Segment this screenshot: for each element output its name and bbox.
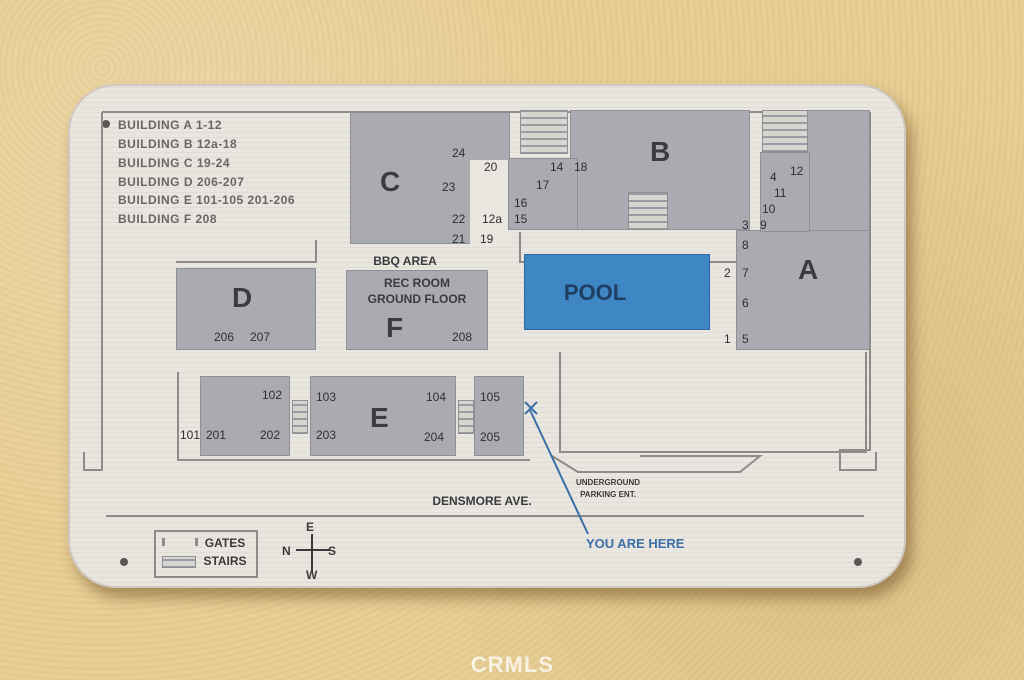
legend-building-d: BUILDING D 206-207 bbox=[118, 175, 245, 189]
unit-206: 206 bbox=[214, 330, 235, 344]
bbq-area-label: BBQ AREA bbox=[373, 254, 437, 268]
stairs-a-top bbox=[762, 110, 808, 152]
legend-building-a: BUILDING A 1-12 bbox=[118, 118, 222, 132]
unit-207: 207 bbox=[250, 330, 271, 344]
unit-7: 7 bbox=[742, 266, 749, 280]
building-a-main bbox=[736, 230, 870, 350]
building-e-mid bbox=[310, 376, 456, 456]
unit-22: 22 bbox=[452, 212, 466, 226]
key-stairs-label: STAIRS bbox=[203, 554, 247, 568]
unit-15: 15 bbox=[514, 212, 528, 226]
unit-12: 12 bbox=[790, 164, 804, 178]
unit-8: 8 bbox=[742, 238, 749, 252]
stairs-b-top bbox=[520, 110, 568, 154]
unit-24: 24 bbox=[452, 146, 466, 160]
unit-1: 1 bbox=[724, 332, 731, 346]
legend-building-f: BUILDING F 208 bbox=[118, 212, 218, 226]
building-a-letter: A bbox=[798, 254, 819, 285]
compass-w: W bbox=[306, 568, 318, 582]
ground-floor-label: GROUND FLOOR bbox=[367, 292, 467, 306]
stairs-b-inner bbox=[628, 192, 668, 230]
unit-16: 16 bbox=[514, 196, 528, 210]
pool bbox=[524, 254, 710, 330]
unit-17: 17 bbox=[536, 178, 550, 192]
unit-6: 6 bbox=[742, 296, 749, 310]
building-b-left bbox=[508, 158, 578, 230]
unit-203: 203 bbox=[316, 428, 337, 442]
unit-23: 23 bbox=[442, 180, 456, 194]
building-e bbox=[200, 376, 290, 456]
unit-21: 21 bbox=[452, 232, 466, 246]
you-are-here-label: YOU ARE HERE bbox=[586, 536, 685, 551]
parking-label-2: PARKING ENT. bbox=[580, 490, 636, 499]
unit-201: 201 bbox=[206, 428, 227, 442]
rec-room-label: REC ROOM bbox=[384, 276, 450, 290]
street-label: DENSMORE AVE. bbox=[432, 494, 532, 508]
compass-icon bbox=[296, 534, 330, 572]
unit-12a: 12a bbox=[482, 212, 503, 226]
unit-2: 2 bbox=[724, 266, 731, 280]
compass-e: E bbox=[306, 520, 315, 534]
legend-building-c: BUILDING C 19-24 bbox=[118, 156, 231, 170]
compass-s: S bbox=[328, 544, 337, 558]
building-f bbox=[346, 270, 488, 350]
screw-icon bbox=[102, 120, 110, 128]
unit-3: 3 bbox=[742, 218, 749, 232]
unit-4: 4 bbox=[770, 170, 777, 184]
unit-105: 105 bbox=[480, 390, 501, 404]
unit-11: 11 bbox=[774, 186, 787, 200]
compass-n: N bbox=[282, 544, 291, 558]
unit-101: 101 bbox=[180, 428, 201, 442]
stairs-icon bbox=[162, 556, 196, 568]
unit-104: 104 bbox=[426, 390, 447, 404]
unit-202: 202 bbox=[260, 428, 281, 442]
legend-building-b: BUILDING B 12a-18 bbox=[118, 137, 238, 151]
unit-9: 9 bbox=[760, 218, 767, 232]
building-c-step bbox=[470, 160, 510, 244]
screw-icon bbox=[120, 558, 128, 566]
unit-14: 14 bbox=[550, 160, 564, 174]
building-b-letter: B bbox=[650, 136, 671, 167]
building-d bbox=[176, 268, 316, 350]
building-e-right bbox=[474, 376, 524, 456]
parking-label-1: UNDERGROUND bbox=[576, 478, 640, 487]
unit-204: 204 bbox=[424, 430, 445, 444]
building-a-steps bbox=[760, 152, 810, 232]
unit-10: 10 bbox=[762, 202, 776, 216]
building-c-letter: C bbox=[380, 166, 401, 197]
pool-label: POOL bbox=[563, 280, 627, 305]
unit-208: 208 bbox=[452, 330, 473, 344]
building-d-letter: D bbox=[232, 282, 253, 313]
stairs-e-1 bbox=[292, 400, 308, 434]
key-gates-label: GATES bbox=[204, 536, 246, 550]
watermark: CRMLS bbox=[470, 652, 554, 677]
map-key bbox=[154, 530, 258, 578]
screw-icon bbox=[854, 558, 862, 566]
unit-102: 102 bbox=[262, 388, 283, 402]
legend-building-e: BUILDING E 101-105 201-206 bbox=[118, 193, 296, 207]
unit-20: 20 bbox=[484, 160, 498, 174]
unit-19: 19 bbox=[480, 232, 494, 246]
building-f-letter: F bbox=[386, 312, 404, 343]
unit-18: 18 bbox=[574, 160, 588, 174]
building-e-letter: E bbox=[370, 402, 389, 433]
unit-205: 205 bbox=[480, 430, 501, 444]
stairs-e-2 bbox=[458, 400, 474, 434]
unit-5: 5 bbox=[742, 332, 749, 346]
gates-icon bbox=[162, 538, 198, 546]
unit-103: 103 bbox=[316, 390, 337, 404]
